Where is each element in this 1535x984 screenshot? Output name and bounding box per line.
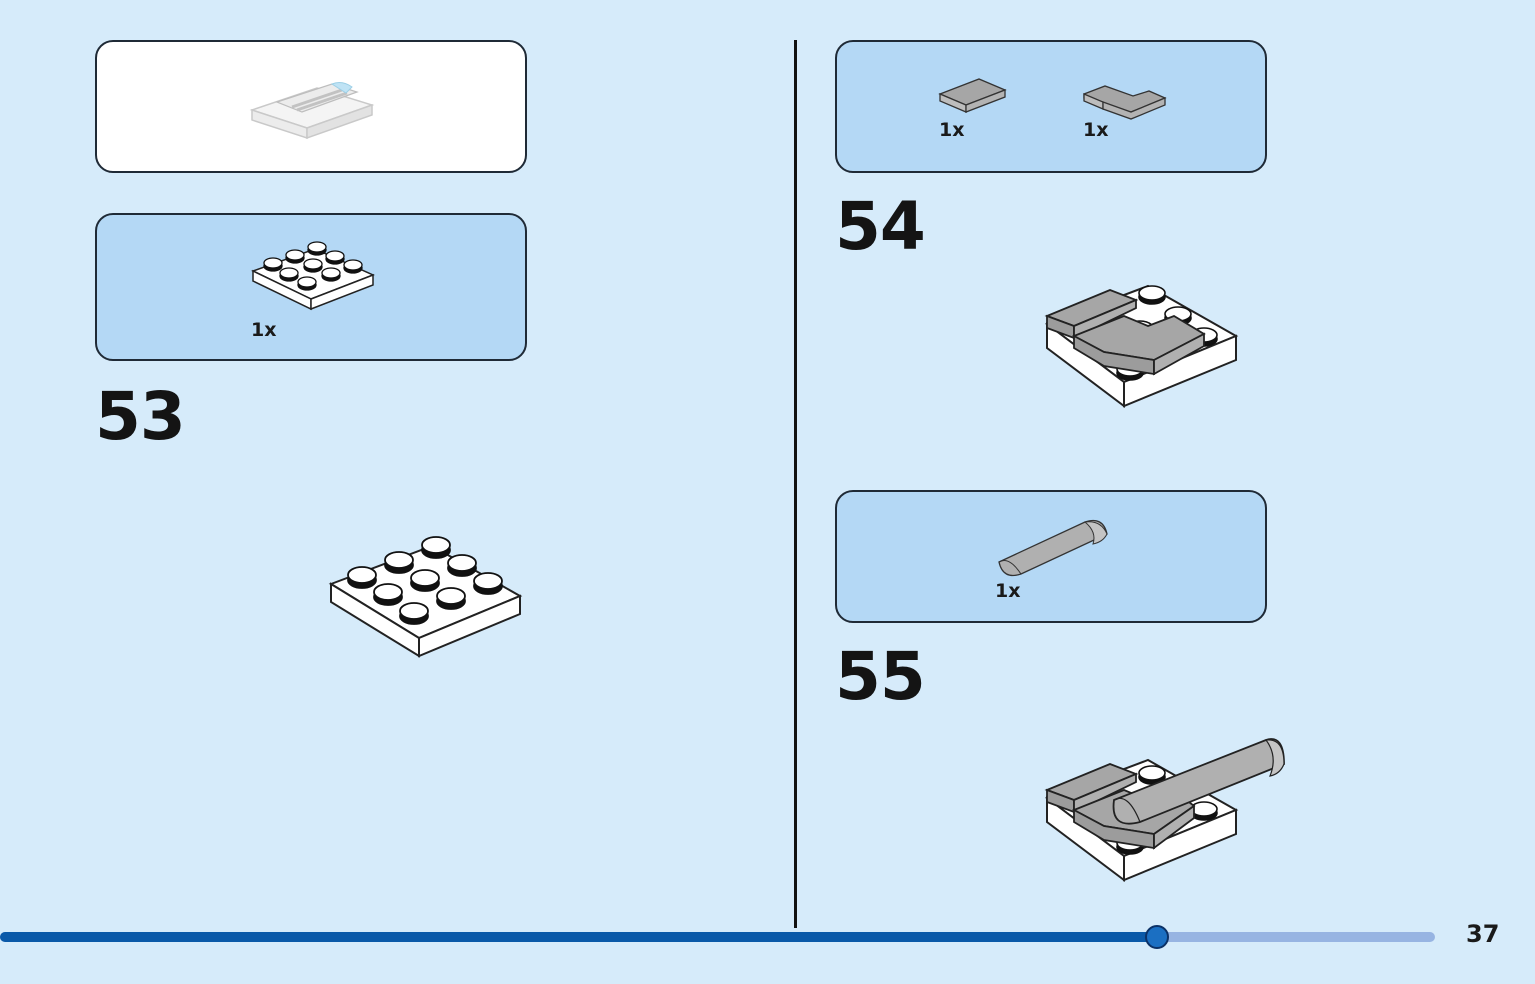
round-bar-gray-icon (998, 519, 1108, 577)
page-progress-bar (0, 925, 1435, 949)
plate-3x3-white-icon (251, 241, 375, 311)
step55-assembly-icon (1044, 738, 1285, 883)
progress-knob[interactable] (1144, 925, 1169, 949)
progress-fill (0, 932, 1157, 942)
step-number-53: 53 (95, 378, 186, 455)
step55-part-qty: 1x (995, 580, 1021, 602)
step-number-54: 54 (835, 188, 926, 265)
parts-box-step53: 1x (95, 213, 527, 361)
step53-part-qty: 1x (251, 319, 277, 341)
page-number: 37 (1466, 920, 1500, 948)
step54-assembly-icon (1044, 284, 1239, 409)
assembly-preview-box (95, 40, 527, 173)
assembly-preview-icon (249, 82, 375, 140)
page-divider (794, 40, 797, 928)
plate-3x3-assembly-icon (328, 536, 523, 658)
corner-tile-gray-icon (1083, 85, 1167, 120)
step54-part1-qty: 1x (939, 119, 965, 141)
step54-part2-qty: 1x (1083, 119, 1109, 141)
parts-box-step54: 1x 1x (835, 40, 1267, 173)
step-number-55: 55 (835, 638, 926, 715)
tile-1x2-gray-icon (938, 78, 1007, 113)
parts-box-step55: 1x (835, 490, 1267, 623)
